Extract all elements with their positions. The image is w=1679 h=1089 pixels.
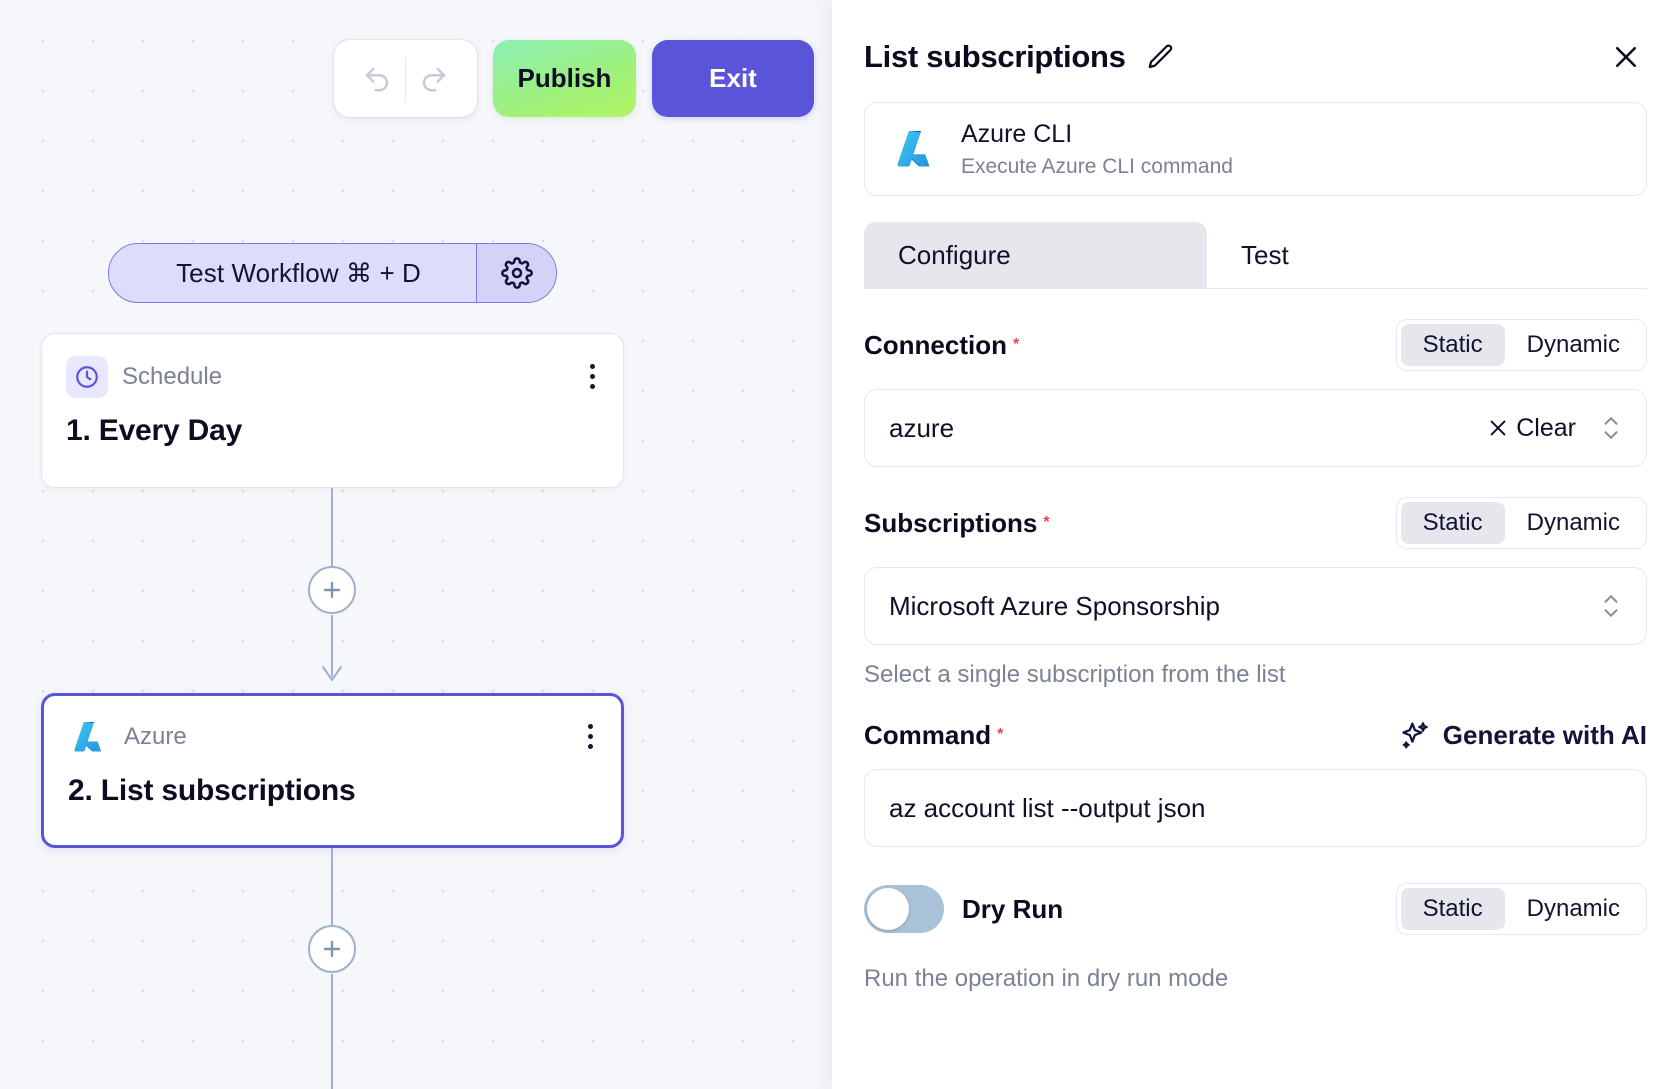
subscriptions-stepper-button[interactable] xyxy=(1600,593,1622,619)
dry-run-helper-text: Run the operation in dry run mode xyxy=(864,965,1229,992)
workflow-node-schedule[interactable]: Schedule 1. Every Day xyxy=(41,333,624,488)
close-panel-button[interactable] xyxy=(1605,36,1647,78)
tab-test[interactable]: Test xyxy=(1241,239,1289,270)
required-marker: * xyxy=(1013,336,1020,353)
chevron-updown-icon xyxy=(1604,595,1618,603)
panel-header: List subscriptions xyxy=(864,0,1647,78)
node-kind-label: Schedule xyxy=(122,363,223,390)
close-icon xyxy=(1490,420,1506,436)
connection-mode-dynamic[interactable]: Dynamic xyxy=(1526,331,1620,358)
dry-run-toggle[interactable] xyxy=(864,885,944,933)
connection-mode-static[interactable]: Static xyxy=(1400,324,1505,366)
dry-run-label: Dry Run xyxy=(962,893,1064,924)
chevron-updown-icon xyxy=(1604,431,1618,439)
test-workflow-label: Test Workflow ⌘ + D xyxy=(176,257,421,288)
integration-card: Azure CLI Execute Azure CLI command xyxy=(864,102,1647,196)
connector-line xyxy=(331,848,333,925)
subscriptions-mode-dynamic[interactable]: Dynamic xyxy=(1526,509,1620,536)
undo-button[interactable] xyxy=(349,53,405,105)
undo-redo-group xyxy=(334,40,477,117)
node-header: Schedule xyxy=(66,356,599,398)
test-workflow-button[interactable]: Test Workflow ⌘ + D xyxy=(108,243,557,303)
connector-arrow-icon xyxy=(322,666,342,681)
subscriptions-mode-toggle: Static Dynamic xyxy=(1395,497,1647,549)
connection-clear-button[interactable]: Clear xyxy=(1487,414,1576,443)
sparkle-icon xyxy=(1402,722,1428,749)
integration-text: Azure CLI Execute Azure CLI command xyxy=(961,119,1233,178)
subscriptions-label: Subscriptions xyxy=(864,507,1038,538)
subscriptions-select[interactable]: Microsoft Azure Sponsorship xyxy=(864,567,1647,645)
step-config-panel: List subscriptions xyxy=(832,0,1679,1089)
generate-with-ai-button[interactable]: Generate with AI xyxy=(1399,719,1647,751)
connection-value: azure xyxy=(889,412,955,443)
command-value: az account list --output json xyxy=(889,792,1206,823)
workflow-node-azure[interactable]: Azure 2. List subscriptions xyxy=(41,693,624,848)
publish-button[interactable]: Publish xyxy=(493,40,636,117)
generate-with-ai-label: Generate with AI xyxy=(1442,719,1647,750)
chevron-updown-icon xyxy=(1604,609,1618,617)
required-marker: * xyxy=(1043,514,1050,531)
subscriptions-mode-static[interactable]: Static xyxy=(1400,502,1505,544)
node-title: 2. List subscriptions xyxy=(68,774,356,807)
connector-line xyxy=(331,974,333,1089)
node-title: 1. Every Day xyxy=(66,414,243,447)
connection-label: Connection xyxy=(864,329,1007,360)
exit-button[interactable]: Exit xyxy=(652,40,814,117)
gear-icon xyxy=(500,257,533,289)
canvas-toolbar: Publish Exit xyxy=(334,40,814,117)
panel-title: List subscriptions xyxy=(864,39,1126,74)
add-step-button[interactable] xyxy=(308,925,356,973)
connector-line xyxy=(331,488,333,566)
add-step-button[interactable] xyxy=(308,566,356,614)
command-field-row: Command * Generate with AI xyxy=(864,719,1647,751)
dry-run-mode-dynamic[interactable]: Dynamic xyxy=(1526,895,1620,922)
connection-field-row: Connection * Static Dynamic xyxy=(864,319,1647,371)
panel-tabs: Configure Test xyxy=(864,222,1647,289)
toggle-knob xyxy=(867,888,909,930)
redo-icon xyxy=(422,67,446,91)
required-marker: * xyxy=(997,726,1004,743)
integration-description: Execute Azure CLI command xyxy=(961,154,1233,178)
command-label: Command xyxy=(864,719,992,750)
subscriptions-helper-text: Select a single subscription from the li… xyxy=(864,661,1286,688)
connection-mode-toggle: Static Dynamic xyxy=(1395,319,1647,371)
connection-stepper-button[interactable] xyxy=(1600,415,1622,441)
pencil-icon xyxy=(1148,44,1172,69)
redo-button[interactable] xyxy=(406,53,462,105)
dry-run-mode-toggle: Static Dynamic xyxy=(1395,883,1647,935)
connector-line xyxy=(331,615,333,677)
node-kind-label: Azure xyxy=(124,723,187,750)
command-input[interactable]: az account list --output json xyxy=(864,769,1647,847)
plus-icon xyxy=(323,940,341,958)
subscriptions-field-row: Subscriptions * Static Dynamic xyxy=(864,497,1647,549)
azure-icon xyxy=(68,716,110,758)
close-icon xyxy=(1615,46,1637,68)
dry-run-mode-static[interactable]: Static xyxy=(1400,888,1505,930)
chevron-updown-icon xyxy=(1604,417,1618,425)
node-menu-button[interactable] xyxy=(586,360,599,393)
subscriptions-value: Microsoft Azure Sponsorship xyxy=(889,590,1220,621)
connection-clear-label: Clear xyxy=(1516,413,1576,442)
tab-configure[interactable]: Configure xyxy=(864,222,1207,288)
node-menu-button[interactable] xyxy=(584,720,597,753)
toolbar-divider xyxy=(405,56,406,101)
test-workflow-settings-button[interactable] xyxy=(476,244,556,302)
integration-name: Azure CLI xyxy=(961,120,1073,149)
undo-icon xyxy=(365,67,389,91)
dry-run-row: Dry Run Static Dynamic xyxy=(864,883,1647,935)
edit-title-button[interactable] xyxy=(1142,38,1180,76)
connection-input[interactable]: azure Clear xyxy=(864,389,1647,467)
node-header: Azure xyxy=(68,716,597,758)
clock-icon xyxy=(66,356,108,398)
plus-icon xyxy=(323,581,341,599)
workflow-canvas[interactable]: Publish Exit Test Workflow ⌘ + D Schedu xyxy=(0,0,832,1089)
azure-icon xyxy=(889,123,941,175)
